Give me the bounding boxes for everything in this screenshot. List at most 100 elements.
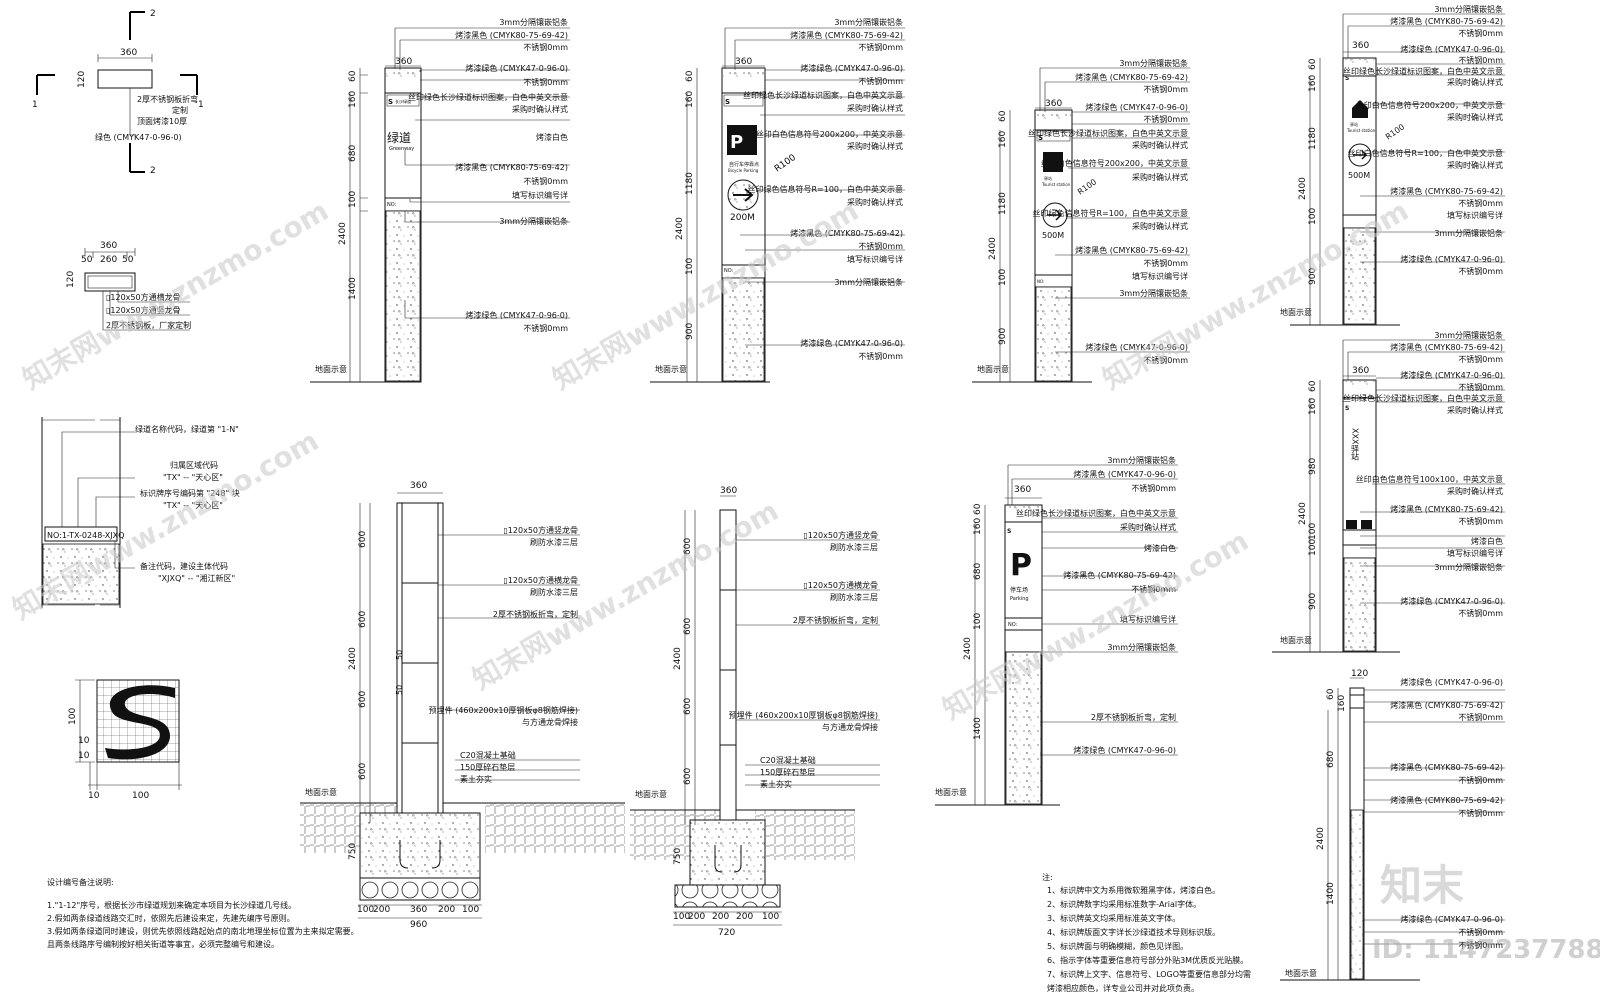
annotation: 烤漆黑色 (CMYK80-75-69-42) <box>790 228 903 238</box>
dim: 60 <box>1308 58 1318 70</box>
annotation: 烤漆黑色 (CMYK80-75-69-42) <box>1390 504 1503 514</box>
annotation: 不锈钢0mm <box>1458 608 1503 618</box>
annotation: 烤漆绿色 (CMYK47-0-96-0) <box>1085 342 1188 352</box>
notes-title: 设计编号备注说明: <box>47 877 114 887</box>
dim: 1400 <box>348 277 358 300</box>
annotation: 填写标识编号详 <box>847 254 903 264</box>
sign-title: 绿道 <box>387 130 411 145</box>
structure-section-front: 地面示意 360 600 600 600 600 2400 750 50 50 … <box>300 481 625 930</box>
annotation: 不锈钢0mm <box>523 42 568 52</box>
dim: 360 <box>1352 41 1369 51</box>
note: 绿色 (CMYK47-0-96-0) <box>95 132 182 142</box>
annotation: 150厚碎石垫层 <box>460 762 515 772</box>
plan-section-a <box>97 69 153 89</box>
dim: 200 <box>373 905 390 915</box>
annotation: 烤漆黑色 (CMYK80-75-69-42) <box>1075 72 1188 82</box>
section-label-1-right: 1 <box>198 100 204 110</box>
dim: 60 <box>1326 688 1336 700</box>
annotation: 烤漆绿色 (CMYK47-0-96-0) <box>1400 677 1503 687</box>
dim: 10 <box>88 791 100 801</box>
ground-label: 地面示意 <box>977 364 1009 374</box>
dim: 100 <box>1308 208 1318 225</box>
dim: 100 <box>462 905 479 915</box>
brand-logo-icon: S <box>1345 405 1349 412</box>
section-label-2-top: 2 <box>150 9 156 19</box>
annotation: 3mm分隔镶嵌铝条 <box>1434 4 1503 14</box>
dim: 10 <box>78 736 90 746</box>
annotation: 烤漆黑色 (CMYK80-75-69-42) <box>1390 16 1503 26</box>
greenway-logo-detail: 100 10 10 10 100 <box>68 679 182 801</box>
dim: 100 <box>348 191 358 208</box>
annotation: 3mm分隔镶嵌铝条 <box>1119 58 1188 68</box>
watermark-text: 知末网www.znzmo.com <box>7 424 324 626</box>
annotation: 不锈钢0mm <box>858 351 903 361</box>
dim: 200 <box>736 912 753 922</box>
dim: 600 <box>358 691 368 708</box>
annotation: 不锈钢0mm <box>1458 775 1503 785</box>
annotation: 3mm分隔镶嵌铝条 <box>834 277 903 287</box>
section-label-2-bottom: 2 <box>150 166 156 176</box>
dim: 750 <box>348 843 358 860</box>
sign-en: Tourist station <box>1346 128 1376 133</box>
dim: 100 <box>685 258 695 275</box>
note: 2、标识牌数字均采用标准数字-Arial字体。 <box>1047 899 1201 909</box>
annotation: ▯120x50方通竖龙骨 <box>503 525 578 535</box>
annotation: C20混凝土基础 <box>460 750 516 760</box>
annotation: 3mm分隔镶嵌铝条 <box>499 17 568 27</box>
dim: 60 <box>1308 380 1318 392</box>
note: 7、标识牌上文字、信息符号、LOGO等重要信息部分均需 <box>1047 969 1251 979</box>
dim: 360 <box>720 486 737 496</box>
note: 5、标识牌面与明确模糊，颜色见详图。 <box>1047 941 1188 951</box>
annotation: 烤漆黑色 (CMYK80-75-69-42) <box>1390 795 1503 805</box>
annotation: 填写标识编号详 <box>1447 210 1503 220</box>
ground-label: 地面示意 <box>1285 968 1317 978</box>
annotation: 烤漆绿色 (CMYK47-0-96-0) <box>1073 745 1176 755</box>
annotation: 丝印绿色长沙绿道标识图案，白色中英文示意 <box>1016 508 1176 518</box>
annotation: 采购时确认样式 <box>1447 486 1503 496</box>
dim: 1180 <box>1308 127 1318 150</box>
dim: 1180 <box>685 172 695 195</box>
note: "XJXQ" -- "湘江新区" <box>158 573 235 583</box>
plan-section-b: 360 50 260 50 120 ▯120x50方通横龙骨 ▯120x50方通… <box>66 241 191 331</box>
annotation: 3mm分隔镶嵌铝条 <box>1107 455 1176 465</box>
distance: 500M <box>1042 231 1064 240</box>
annotation: 不锈钢0mm <box>1143 84 1188 94</box>
dim: 100 <box>998 269 1008 286</box>
note: 绿道名称代码，绿道第 "1-N" <box>135 424 239 434</box>
annotation: 采购时确认样式 <box>1132 140 1188 150</box>
annotation: 烤漆黑色 (CMYK80-75-69-42) <box>1063 570 1176 580</box>
plate-no: NO: <box>1037 279 1044 284</box>
annotation: 刷防水漆三层 <box>530 537 578 547</box>
dim: 2400 <box>673 647 683 670</box>
dim: 600 <box>683 698 693 715</box>
ground-label: 地面示意 <box>635 789 667 799</box>
toilet-icon <box>1043 152 1063 172</box>
dim: 2400 <box>338 222 348 245</box>
dim: 100 <box>68 708 78 725</box>
annotation: 烤漆黑色 (CMYK80-75-69-42) <box>790 30 903 40</box>
dim: 900 <box>998 328 1008 345</box>
radius-label: R100 <box>1384 122 1406 141</box>
dim: 200 <box>712 912 729 922</box>
brand-logo-icon: S <box>1007 528 1011 535</box>
annotation: 烤漆黑色 (CMYK80-75-69-42) <box>1390 342 1503 352</box>
annotation: 丝印白色信息符号R=100，白色中英文示意 <box>1347 148 1503 158</box>
annotation: 预埋件 (460x200x10厚钢板φ8钢筋焊接) <box>429 705 578 715</box>
ground-label: 地面示意 <box>1280 307 1312 317</box>
dim: 900 <box>685 323 695 340</box>
annotation: 采购时确认样式 <box>1120 522 1176 532</box>
note: 顶面烤漆10厚 <box>137 116 187 126</box>
brand-logo-icon: S <box>1345 75 1349 82</box>
plate-no: NO: <box>387 202 397 208</box>
annotation: 烤漆白色 <box>1144 543 1176 553</box>
annotation: 丝印绿色信息符号R=100，白色中英文示意 <box>747 184 903 194</box>
section-label-1-left: 1 <box>32 100 38 110</box>
parking-icon: P <box>1010 548 1032 583</box>
dim: 600 <box>683 768 693 785</box>
annotation: 采购时确认样式 <box>1447 112 1503 122</box>
dim: 160 <box>973 518 983 535</box>
annotation: 3mm分隔镶嵌铝条 <box>1434 562 1503 572</box>
annotation: 150厚碎石垫层 <box>760 767 815 777</box>
annotation: 烤漆绿色 (CMYK47-0-96-0) <box>465 310 568 320</box>
annotation: 烤漆黑色 (CMYK80-75-69-42) <box>1390 186 1503 196</box>
